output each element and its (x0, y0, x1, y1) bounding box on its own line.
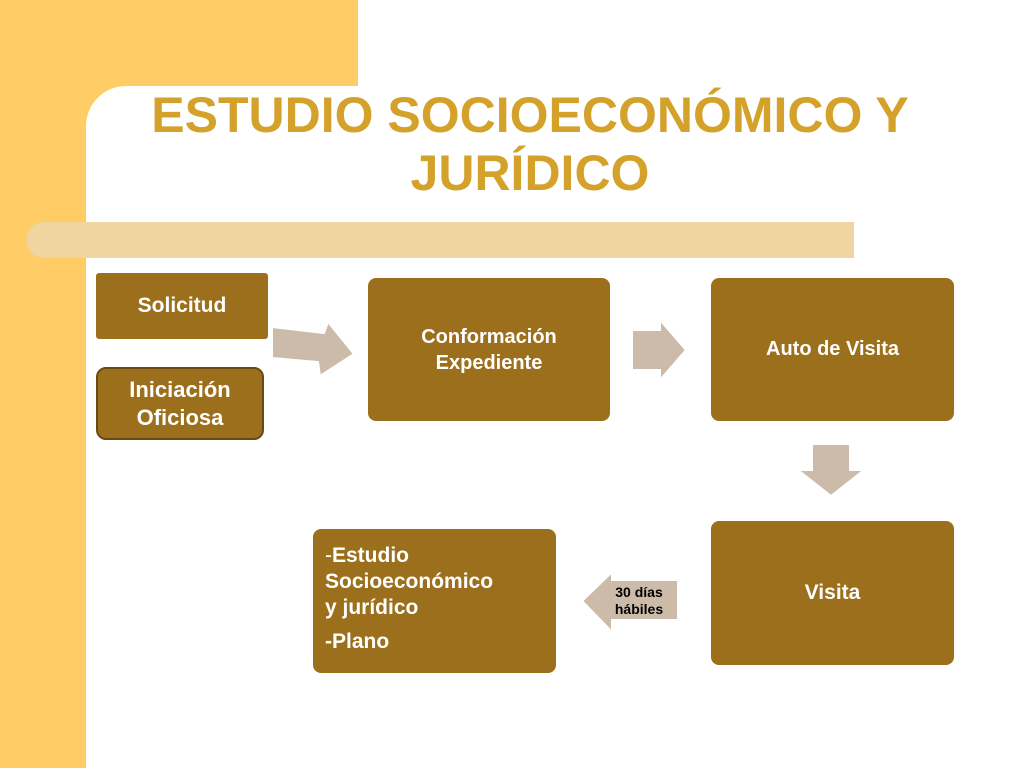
node-estudio-line1: -Estudio (325, 543, 544, 569)
node-estudio-line4: -Plano (325, 630, 390, 653)
background-top-band (0, 0, 358, 86)
node-solicitud: Solicitud (96, 273, 268, 339)
arrow-label-line1: 30 días (615, 584, 663, 600)
node-iniciacion-oficiosa: Iniciación Oficiosa (96, 367, 264, 440)
node-auto-de-visita: Auto de Visita (711, 278, 954, 421)
background-left-band (0, 0, 86, 768)
arrow-label-30-dias: 30 días hábiles (604, 584, 674, 618)
node-conformacion-line1: Conformación (421, 325, 557, 348)
node-solicitud-label: Solicitud (137, 294, 227, 317)
arrow-to-estudio (580, 569, 679, 635)
node-visita-label: Visita (804, 581, 861, 604)
arrow-to-conformacion (271, 319, 356, 378)
node-conformacion-expediente: Conformación Expediente (368, 278, 610, 421)
node-estudio-line1-text: Estudio (332, 544, 409, 567)
node-visita: Visita (711, 521, 954, 665)
node-estudio-line2: Socioeconómico (325, 570, 494, 593)
arrow-label-line2: hábiles (614, 601, 664, 617)
node-iniciacion-line1: Iniciación (129, 376, 231, 402)
node-conformacion-line2: Expediente (435, 351, 543, 374)
node-auto-visita-label: Auto de Visita (766, 338, 899, 360)
node-estudio-plano: -Estudio Socioeconómico y jurídico -Plan… (313, 529, 556, 673)
node-estudio-line3: y jurídico (325, 596, 419, 619)
slide-title: ESTUDIO SOCIOECONÓMICO Y JURÍDICO (120, 86, 940, 202)
slide-title-line1: ESTUDIO SOCIOECONÓMICO Y (151, 87, 909, 143)
slide-title-line2: JURÍDICO (410, 145, 650, 201)
node-iniciacion-line2: Oficiosa (136, 404, 224, 430)
arrow-to-auto-visita (631, 317, 688, 383)
node-estudio-dash: - (325, 544, 332, 567)
arrow-to-visita (795, 443, 867, 498)
title-underline-bar (26, 222, 854, 258)
